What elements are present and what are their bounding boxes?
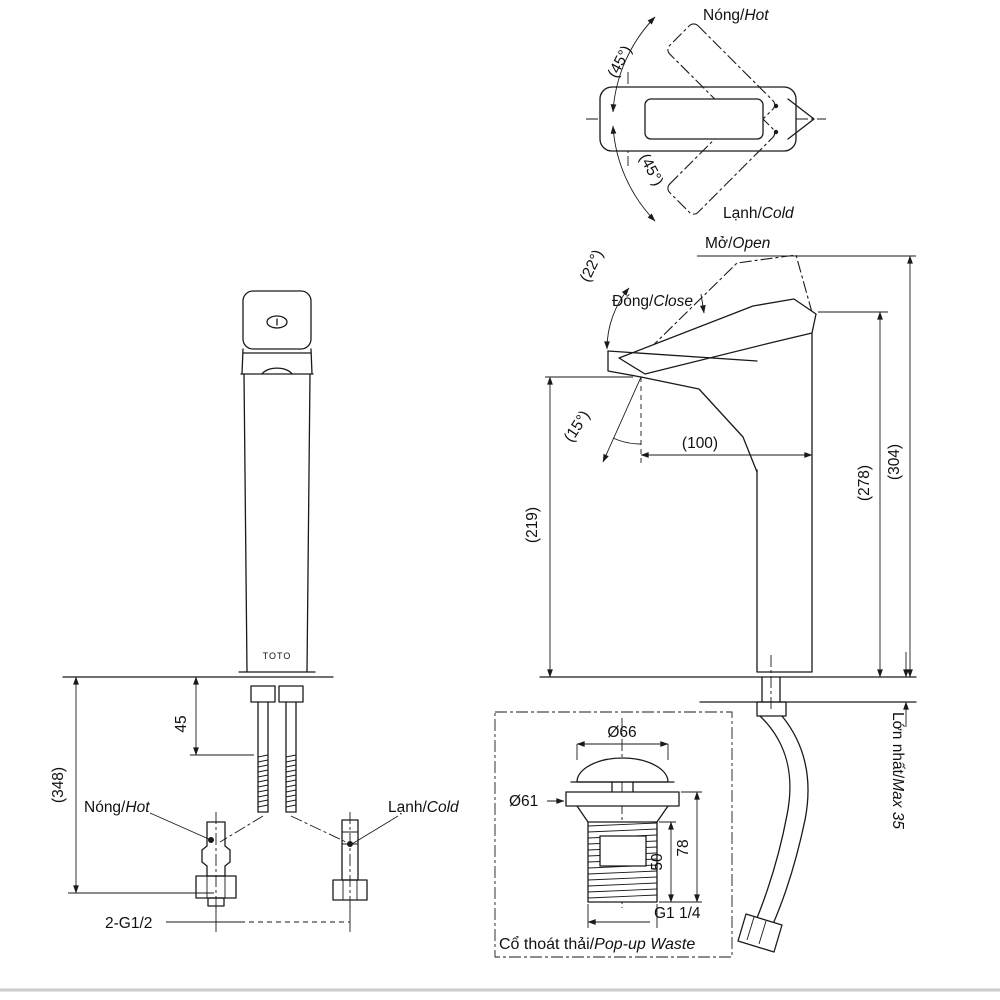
waste-height-label: 78 — [675, 839, 692, 856]
popup-caption: Cổ thoát thải/Pop-up Waste — [499, 935, 695, 953]
body-height-label: (278) — [856, 465, 873, 501]
spout-angle-label: (15°) — [561, 408, 594, 446]
front-view: TOTO 45 (348) Nóng — [50, 290, 460, 932]
front-cold-label: Lạnh/Cold — [388, 799, 460, 816]
total-height-label: (304) — [886, 444, 903, 480]
reach-label: (100) — [682, 435, 718, 452]
cap-dia-label: Ø66 — [607, 724, 636, 741]
close-label: Đóng/Close — [612, 293, 693, 310]
waste-thread-label: G1 1/4 — [654, 905, 701, 922]
top-cold-label: Lạnh/Cold — [723, 205, 795, 222]
popup-waste-detail: Ø66 Ø61 78 50 G1 1/4 Cổ thoát thải/Pop-u… — [494, 711, 733, 958]
top-angle-up-label: (45°) — [605, 43, 636, 81]
brand-mark: TOTO — [263, 651, 292, 661]
waste-thread-length-label: 50 — [649, 853, 666, 871]
supply-thread-label: 2-G1/2 — [105, 915, 152, 932]
shank-length-label: 45 — [173, 715, 190, 732]
top-angle-down-label: (45°) — [636, 151, 667, 189]
top-hot-label: Nóng/Hot — [703, 7, 769, 24]
top-view: (45°) (45°) Nóng/Hot Lạnh/Cold — [586, 7, 826, 222]
max-counter-label: Lớn nhất/Max 35 — [889, 712, 906, 829]
hose-length-label: (348) — [50, 767, 67, 803]
spout-height-label: (219) — [524, 507, 541, 543]
front-hot-label: Nóng/Hot — [84, 799, 150, 816]
flange-dia-label: Ø61 — [509, 793, 538, 810]
side-view: (15°) Mở/Open Đóng/Close (22°) (100) (21… — [524, 235, 917, 953]
open-label: Mở/Open — [705, 235, 770, 252]
open-angle-label: (22°) — [577, 247, 607, 285]
